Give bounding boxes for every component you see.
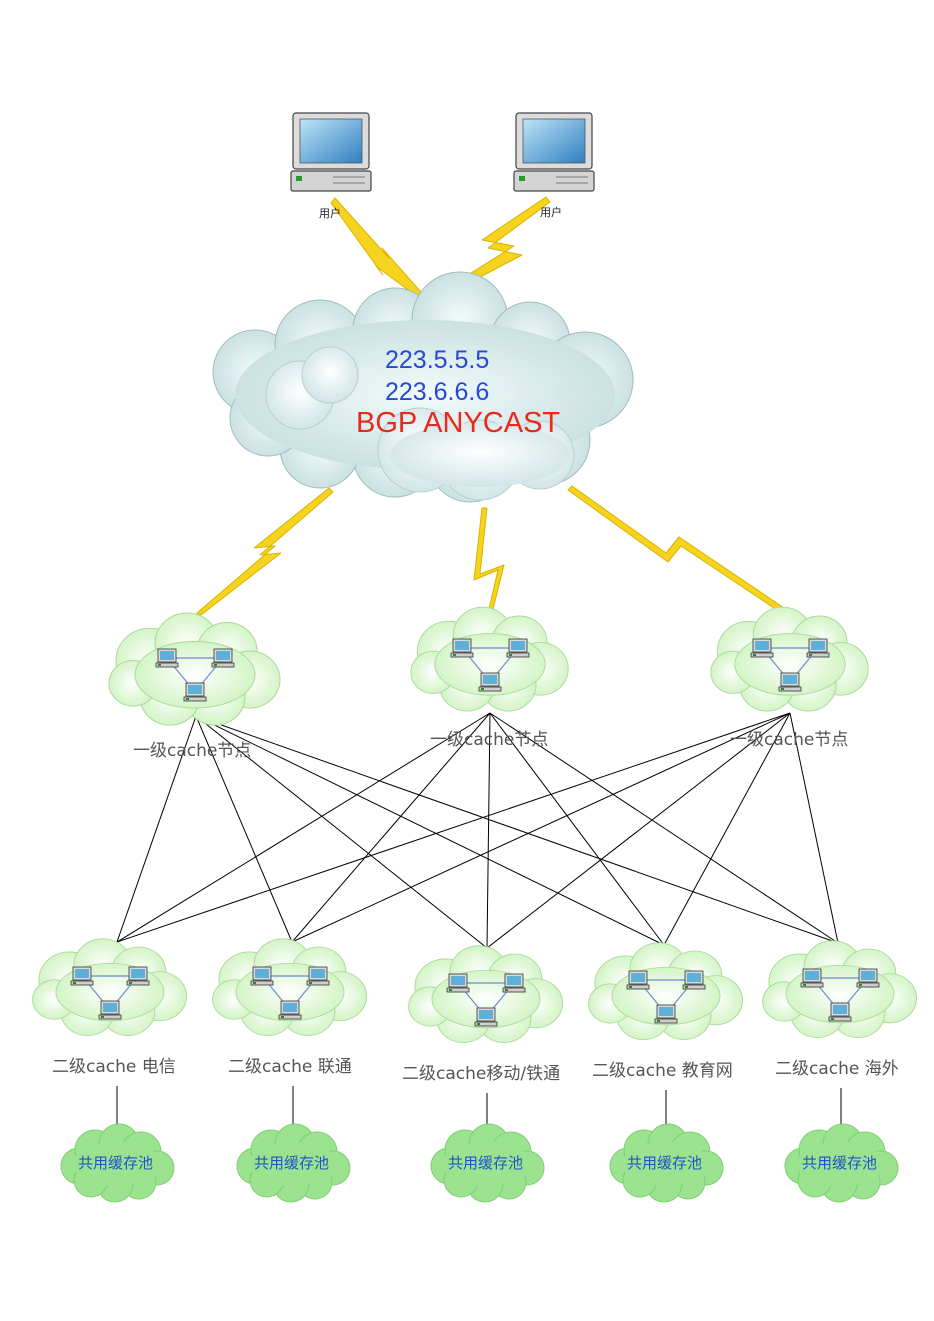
desktop-computer-icon xyxy=(513,112,595,192)
pool-label: 共用缓存池 xyxy=(802,1154,877,1172)
pool-cloud-icon xyxy=(236,1123,351,1203)
server-icon xyxy=(446,973,470,993)
mesh-link xyxy=(486,712,491,949)
server-icon xyxy=(70,966,94,986)
cache-node-label: 二级cache移动/铁通 xyxy=(402,1064,560,1084)
network-cloud-icon xyxy=(108,612,281,726)
cache-node-label: 一级cache节点 xyxy=(730,730,848,750)
anycast-ip-2: 223.6.6.6 xyxy=(385,378,489,406)
mesh-link xyxy=(486,712,791,949)
server-icon xyxy=(155,648,179,668)
cache-mesh-links xyxy=(116,712,839,949)
cache-node-label: 一级cache节点 xyxy=(133,741,251,761)
server-icon xyxy=(626,970,650,990)
shared-pool-5: 共用缓存池 xyxy=(784,1123,899,1203)
server-icon xyxy=(250,966,274,986)
pool-label: 共用缓存池 xyxy=(627,1154,702,1172)
server-icon xyxy=(478,672,502,692)
inner-cloud-icon xyxy=(265,346,575,501)
pool-cloud-icon xyxy=(60,1123,175,1203)
user-label: 用户 xyxy=(319,206,341,220)
network-cloud-icon xyxy=(32,938,187,1037)
bolt-down-left-icon xyxy=(196,487,334,616)
pool-label: 共用缓存池 xyxy=(254,1154,329,1172)
mesh-link xyxy=(195,715,293,943)
level1-cache-node-1: 一级cache节点 xyxy=(108,612,281,761)
level1-cache-node-2: 一级cache节点 xyxy=(410,606,569,750)
pool-label: 共用缓存池 xyxy=(78,1154,153,1172)
server-icon xyxy=(806,638,830,658)
mesh-link xyxy=(195,715,665,946)
mesh-link xyxy=(291,712,491,943)
pool-cloud-icon xyxy=(430,1123,545,1203)
bolt-down-center-icon xyxy=(473,507,505,614)
cache-node-label: 二级cache 联通 xyxy=(228,1057,352,1077)
anycast-ip-1: 223.5.5.5 xyxy=(385,346,489,374)
level2-cache-node-5: 二级cache 海外 xyxy=(762,940,917,1079)
pool-label: 共用缓存池 xyxy=(448,1154,523,1172)
user-computer-1: 用户 xyxy=(290,112,372,220)
user-computer-2: 用户 xyxy=(513,112,595,219)
cache-node-label: 二级cache 海外 xyxy=(775,1059,899,1079)
level1-cache-nodes: 一级cache节点一级cache节点一级cache节点 xyxy=(108,606,869,761)
server-icon xyxy=(506,638,530,658)
server-icon xyxy=(502,973,526,993)
mesh-link xyxy=(116,715,197,943)
mesh-link xyxy=(291,712,791,943)
shared-cache-pools: 共用缓存池 共用缓存池 共用缓存池 共用缓存池 共用缓存池 xyxy=(60,1123,899,1203)
mesh-link xyxy=(195,715,488,949)
desktop-computer-icon xyxy=(290,112,372,192)
anycast-protocol: BGP ANYCAST xyxy=(356,407,560,439)
mesh-link xyxy=(116,712,791,943)
network-cloud-icon xyxy=(710,606,869,712)
cache-node-label: 一级cache节点 xyxy=(430,730,548,750)
network-cloud-icon xyxy=(762,940,917,1039)
server-icon xyxy=(450,638,474,658)
level2-cache-node-4: 二级cache 教育网 xyxy=(588,942,743,1081)
bolt-down-right-icon xyxy=(567,485,791,617)
network-cloud-icon xyxy=(408,945,563,1044)
server-icon xyxy=(98,1000,122,1020)
mesh-link xyxy=(489,712,839,944)
server-icon xyxy=(654,1004,678,1024)
server-icon xyxy=(211,648,235,668)
shared-pool-1: 共用缓存池 xyxy=(60,1123,175,1203)
network-cloud-icon xyxy=(588,942,743,1041)
mesh-link xyxy=(489,712,665,946)
server-icon xyxy=(306,966,330,986)
mesh-link xyxy=(789,712,839,944)
server-icon xyxy=(778,672,802,692)
server-icon xyxy=(183,682,207,702)
level1-cache-node-3: 一级cache节点 xyxy=(710,606,869,750)
server-icon xyxy=(828,1002,852,1022)
anycast-cloud: 223.5.5.5 223.6.6.6 BGP ANYCAST xyxy=(212,271,634,503)
mesh-link xyxy=(116,712,491,943)
network-cloud-icon xyxy=(410,606,569,712)
server-icon xyxy=(856,968,880,988)
cache-node-label: 二级cache 教育网 xyxy=(592,1061,733,1081)
user-label: 用户 xyxy=(540,205,562,219)
level2-cache-nodes: 二级cache 电信 二级cache 联通 二级cache移动/铁通 二级cache … xyxy=(32,938,917,1084)
pool-cloud-icon xyxy=(609,1123,724,1203)
level2-cache-node-2: 二级cache 联通 xyxy=(212,938,367,1077)
server-icon xyxy=(682,970,706,990)
server-icon xyxy=(126,966,150,986)
mesh-link xyxy=(663,712,791,946)
level2-cache-node-3: 二级cache移动/铁通 xyxy=(402,945,563,1084)
shared-pool-4: 共用缓存池 xyxy=(609,1123,724,1203)
cache-node-label: 二级cache 电信 xyxy=(52,1057,176,1077)
shared-pool-3: 共用缓存池 xyxy=(430,1123,545,1203)
shared-pool-2: 共用缓存池 xyxy=(236,1123,351,1203)
level2-cache-node-1: 二级cache 电信 xyxy=(32,938,187,1077)
server-icon xyxy=(800,968,824,988)
network-cloud-icon xyxy=(212,938,367,1037)
bolt-user1-icon xyxy=(330,197,429,303)
server-icon xyxy=(750,638,774,658)
server-icon xyxy=(278,1000,302,1020)
pool-cloud-icon xyxy=(784,1123,899,1203)
server-icon xyxy=(474,1007,498,1027)
mesh-link xyxy=(195,715,839,944)
